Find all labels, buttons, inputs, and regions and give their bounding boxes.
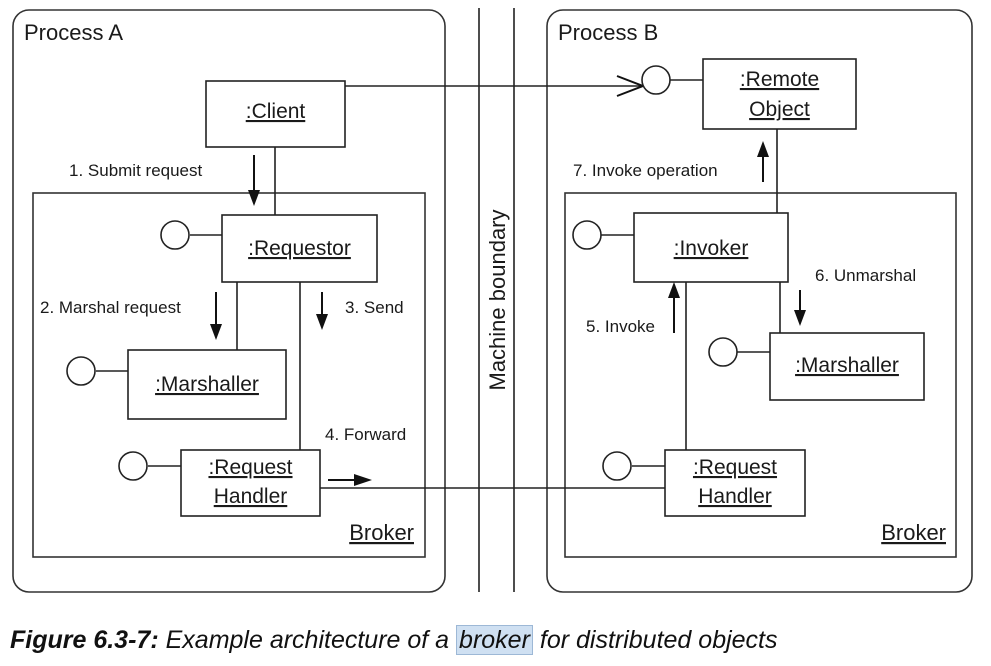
arrow-invoke-operation [757,141,769,182]
request-handler-a-component: :Request Handler [180,449,321,517]
request-handler-b-component: :Request Handler [664,449,806,517]
broker-b-label: Broker [881,520,946,545]
request-handler-a-label-line1: :Request [208,456,292,479]
arrow-unmarshal [794,290,806,326]
msg-submit-request: 1. Submit request [69,161,203,180]
marshaller-b-label: :Marshaller [795,354,899,377]
marshaller-b-port-icon [708,337,738,367]
remote-object-label-line2: Object [749,98,810,121]
msg-send: 3. Send [345,298,404,317]
figure-caption: Figure 6.3-7: Example architecture of a … [10,625,778,655]
machine-boundary-label: Machine boundary [485,209,510,390]
broker-a-frame [32,192,426,558]
invoker-label: :Invoker [674,237,749,260]
marshaller-a-port-icon [66,356,96,386]
caption-highlight-broker[interactable]: broker [456,625,533,655]
remote-object-component: :Remote Object [702,58,857,130]
marshaller-a-label: :Marshaller [155,373,259,396]
caption-text-before: Example architecture of a [165,626,450,654]
broker-diagram: Process A Process B Machine boundary Bro… [12,8,973,593]
client-component: :Client [205,80,346,148]
arrow-marshal-request [210,292,222,340]
request-handler-a-label-line2: Handler [214,485,288,508]
request-handler-b-label-line2: Handler [698,485,772,508]
broker-a-label: Broker [349,520,414,545]
broker-b-frame [564,192,957,558]
process-b-label: Process B [558,20,658,45]
msg-invoke: 5. Invoke [586,317,655,336]
arrow-submit-request [248,155,260,206]
requestor-label: :Requestor [248,237,351,260]
process-a-frame [12,9,446,593]
marshaller-b-component: :Marshaller [769,332,925,401]
arrow-send [316,292,328,330]
invoker-component: :Invoker [633,212,789,283]
msg-unmarshal: 6. Unmarshal [815,266,916,285]
handler-b-port-icon [602,451,632,481]
arrow-invoke [668,282,680,333]
invoker-port-icon [572,220,602,250]
requestor-component: :Requestor [221,214,378,283]
remote-object-label-line1: :Remote [740,68,819,91]
process-b-frame [546,9,973,593]
msg-forward: 4. Forward [325,425,406,444]
handler-a-port-icon [118,451,148,481]
arrow-forward [328,474,372,486]
process-a-label: Process A [24,20,123,45]
request-handler-b-label-line1: :Request [693,456,777,479]
requestor-port-icon [160,220,190,250]
msg-invoke-operation: 7. Invoke operation [573,161,718,180]
msg-marshal-request: 2. Marshal request [40,298,181,317]
remote-object-port-icon [641,65,671,95]
figure-label: Figure 6.3-7: [10,626,159,654]
caption-text-after: for distributed objects [539,626,778,654]
client-label: :Client [246,100,306,123]
marshaller-a-component: :Marshaller [127,349,287,420]
